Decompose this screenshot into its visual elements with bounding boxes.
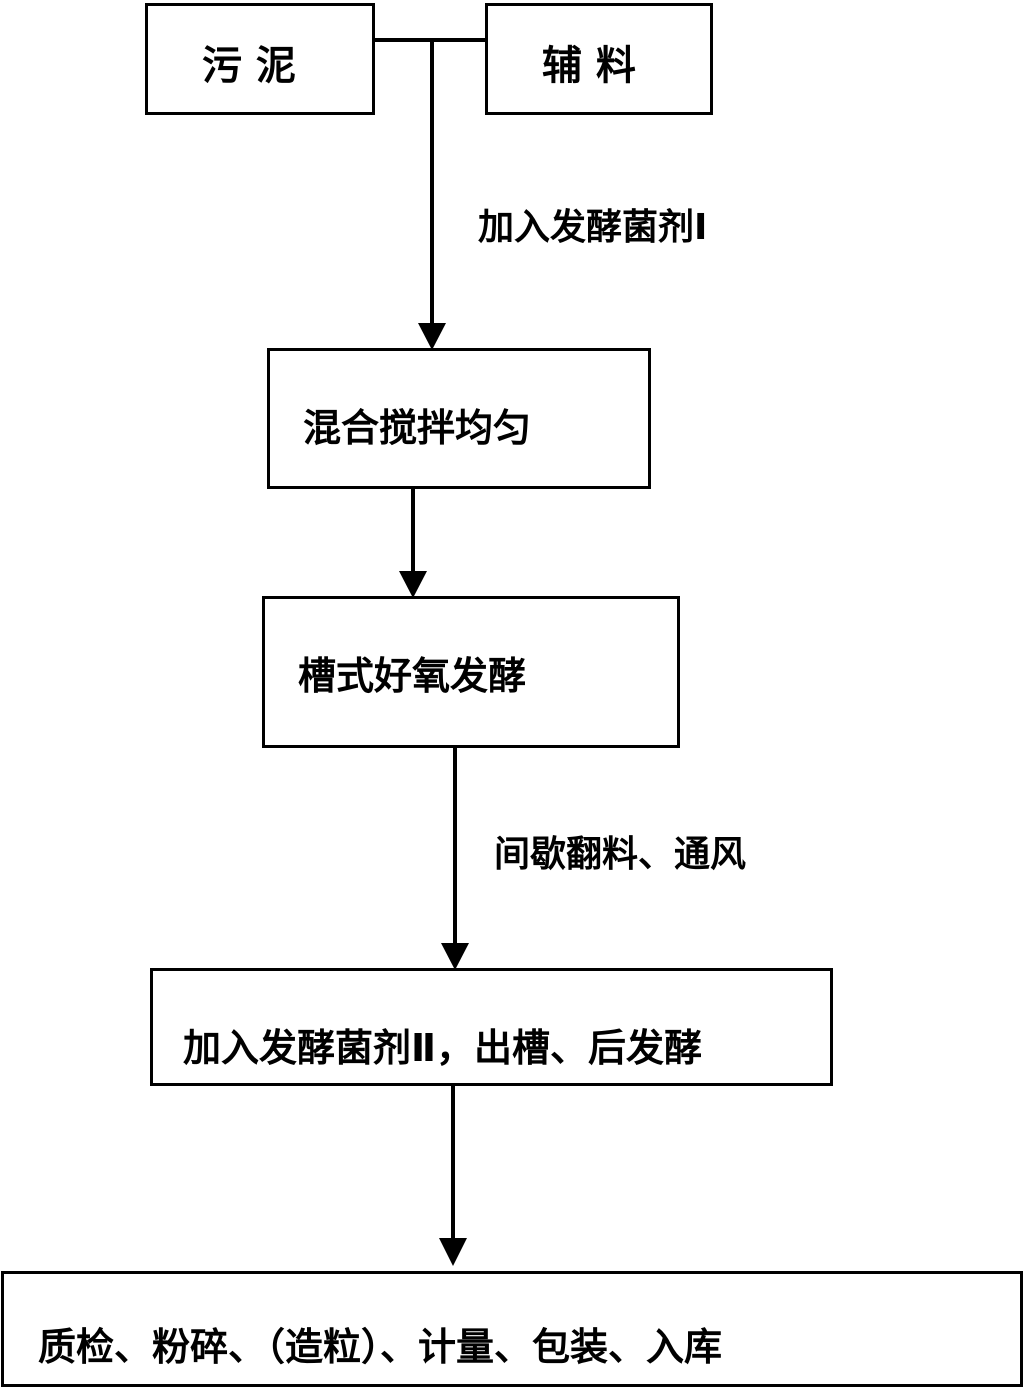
node-finishing-label: 质检、粉碎、（造粒）、计量、包装、入库 bbox=[38, 1325, 723, 1369]
node-mix-label: 混合搅拌均匀 bbox=[303, 406, 532, 450]
node-post-fermentation-label: 加入发酵菌剂Ⅱ，出槽、后发酵 bbox=[183, 1026, 703, 1070]
node-trough-fermentation-label: 槽式好氧发酵 bbox=[298, 654, 527, 698]
node-mix: 混合搅拌均匀 bbox=[267, 348, 651, 489]
edge-label-turning-aeration: 间歇翻料、通风 bbox=[494, 834, 747, 875]
node-auxiliary-label: 辅 料 bbox=[542, 43, 636, 89]
edge-label-inoculant-1: 加入发酵菌剂Ⅰ bbox=[478, 207, 708, 248]
node-trough-fermentation: 槽式好氧发酵 bbox=[262, 596, 680, 748]
node-sludge-label: 污 泥 bbox=[202, 43, 296, 89]
arrowhead-4 bbox=[439, 1238, 467, 1266]
arrowhead-3 bbox=[441, 943, 469, 970]
arrowhead-1 bbox=[418, 323, 446, 350]
node-finishing: 质检、粉碎、（造粒）、计量、包装、入库 bbox=[1, 1271, 1023, 1387]
arrowhead-2 bbox=[399, 571, 427, 598]
node-post-fermentation: 加入发酵菌剂Ⅱ，出槽、后发酵 bbox=[150, 968, 833, 1086]
node-auxiliary: 辅 料 bbox=[485, 3, 713, 115]
node-sludge: 污 泥 bbox=[145, 3, 375, 115]
